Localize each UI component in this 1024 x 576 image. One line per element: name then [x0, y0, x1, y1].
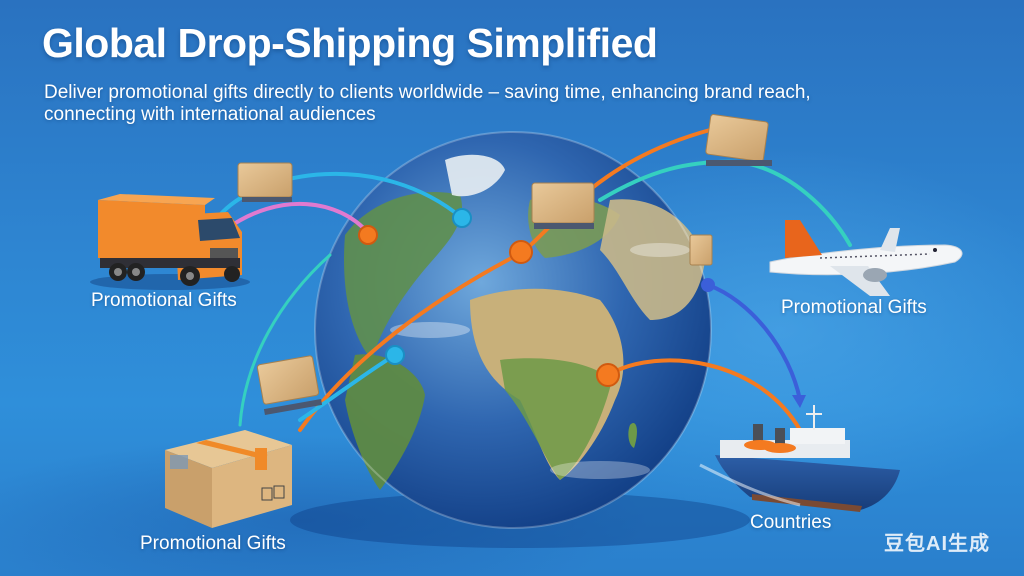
cardboard-box-icon	[237, 114, 772, 415]
watermark: 豆包AI生成	[884, 533, 990, 555]
page-title: Global Drop-Shipping Simplified	[42, 20, 658, 66]
globe-icon	[290, 131, 750, 548]
page-subtitle: Deliver promotional gifts directly to cl…	[44, 82, 811, 125]
route-nodes	[358, 208, 806, 408]
ship-label: Countries	[750, 512, 832, 533]
large-cardboard-box-icon	[165, 430, 292, 528]
box-label: Promotional Gifts	[140, 533, 286, 554]
cargo-ship-icon	[699, 405, 900, 512]
truck-label: Promotional Gifts	[91, 290, 237, 311]
plane-label: Promotional Gifts	[781, 297, 927, 318]
airplane-icon	[769, 220, 963, 296]
truck-icon	[90, 194, 250, 290]
